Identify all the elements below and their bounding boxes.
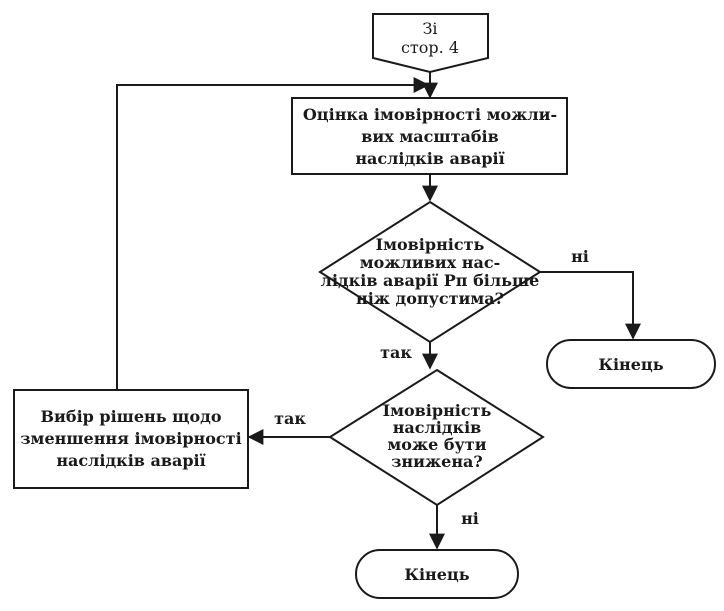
decision1-line2: можливих нас- (360, 253, 500, 272)
choice-box-line1: Вибір рішень щодо (41, 407, 222, 426)
choice-box-line2: зменшення імовірності (20, 429, 241, 448)
assess-box-line1: Оцінка імовірності можли- (303, 105, 557, 124)
end1-terminator: Кінець (546, 339, 716, 389)
decision1-yes-label: так (380, 343, 412, 362)
decision1-diamond: Імовірність можливих нас- лідків аварії … (318, 200, 542, 344)
decision1-line4: ніж допустима? (356, 289, 504, 308)
assess-box-line3: наслідків аварії (355, 149, 504, 168)
assess-box-line2: вих масштабів (361, 127, 498, 146)
decision2-line1: Імовірність (383, 401, 492, 420)
decision1-line1: Імовірність (376, 235, 485, 254)
decision2-no-label: ні (461, 509, 479, 528)
start-connector-line2: стор. 4 (401, 38, 459, 57)
arrow-decision1-no (540, 271, 641, 340)
decision2-line2: наслідків (393, 418, 482, 437)
decision2-line4: знижена? (391, 452, 483, 471)
arrow-loop-back (116, 77, 430, 390)
start-connector: Зі стор. 4 (372, 13, 489, 74)
choice-box: Вибір рішень щодо зменшення імовірності … (13, 389, 249, 489)
decision1-line3: лідків аварії Рп більше (321, 271, 540, 290)
decision2-line3: може бути (387, 435, 486, 454)
assess-box: Оцінка імовірності можли- вих масштабів … (291, 97, 568, 175)
start-connector-line1: Зі (422, 19, 437, 38)
end2-label: Кінець (404, 565, 469, 584)
end2-terminator: Кінець (355, 549, 519, 599)
decision1-no-label: ні (571, 247, 589, 266)
choice-box-line3: наслідків аварії (56, 451, 205, 470)
decision2-diamond: Імовірність наслідків може бути знижена? (328, 368, 545, 507)
decision2-yes-label: так (274, 409, 306, 428)
end1-label: Кінець (598, 355, 663, 374)
